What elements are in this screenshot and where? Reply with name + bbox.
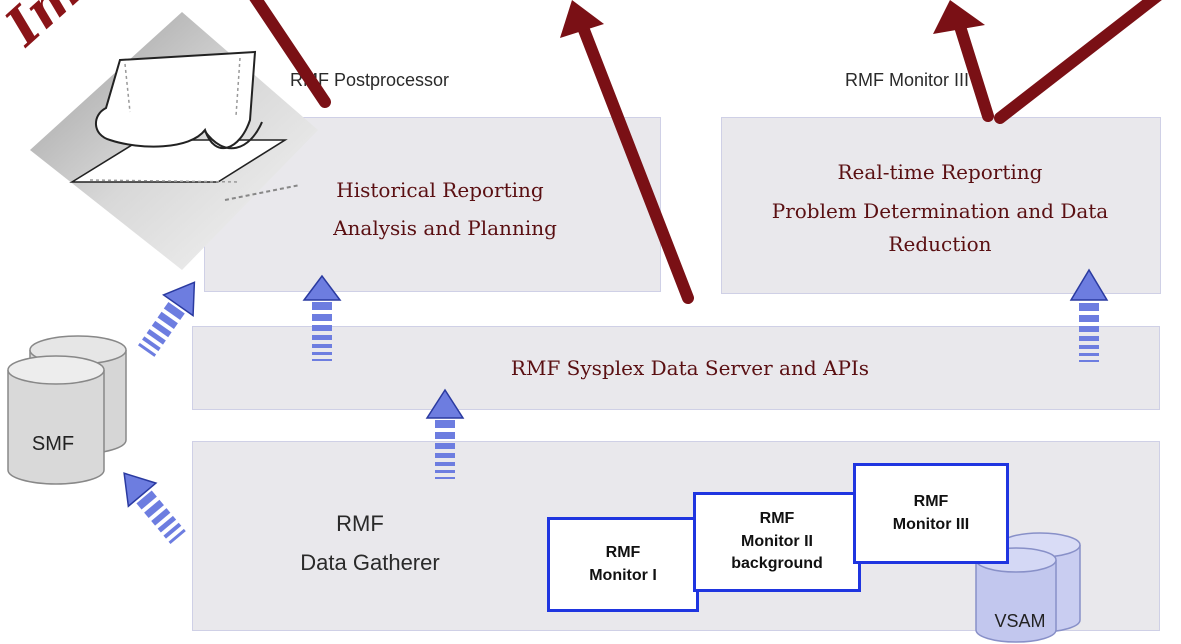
monitor-3-line-1: RMF	[913, 493, 949, 511]
red-arrow-monitor3-line	[952, 14, 994, 122]
postprocessor-title: RMF Postprocessor	[290, 70, 450, 90]
blue-arrow-to-monitor3-panel	[1069, 268, 1109, 362]
vsam-label: VSAM	[994, 611, 1046, 631]
red-arrowhead-monitor3	[933, 0, 985, 34]
blue-arrow-to-postprocessor	[302, 274, 342, 361]
postprocessor-line-1: Historical Reporting	[336, 178, 544, 202]
monitor3-panel-line-2: Problem Determination and Data	[771, 199, 1109, 223]
monitor-2-line-1: RMF	[759, 510, 795, 528]
monitor-2-box: RMF Monitor II background	[693, 492, 861, 592]
monitor3-panel-title: RMF Monitor III	[845, 70, 970, 90]
monitor-3-box: RMF Monitor III	[853, 463, 1009, 564]
blue-arrow-to-data-server	[425, 388, 465, 479]
monitor-3-line-2: Monitor III	[892, 515, 970, 533]
monitor3-panel	[721, 117, 1161, 294]
red-arrow-data-server-line	[578, 24, 694, 304]
monitor-2-line-3: background	[731, 555, 823, 573]
monitor3-panel-line-3: Reduction	[888, 232, 992, 256]
data-gatherer-line-1: RMF	[336, 511, 384, 536]
red-arrowhead-data-server	[560, 0, 604, 38]
blue-arrow-smf-to-report	[138, 281, 196, 357]
data-server-panel	[192, 326, 1160, 410]
red-arrow-postprocessor-line	[249, 0, 331, 108]
data-server-label: RMF Sysplex Data Server and APIs	[510, 356, 870, 380]
red-arrow-monitor3-right-line	[994, 0, 1162, 124]
postprocessor-line-2: Analysis and Planning	[333, 216, 557, 240]
monitor-2-line-2: Monitor II	[741, 532, 813, 550]
vsam-database-icon	[975, 532, 1081, 643]
monitor3-panel-line-1: Real-time Reporting	[837, 160, 1043, 184]
smf-label: SMF	[31, 433, 75, 455]
blue-arrow-gatherer-to-smf	[123, 472, 186, 545]
data-gatherer-line-2: Data Gatherer	[300, 550, 440, 575]
smf-database-icon	[7, 335, 127, 485]
monitor-1-line-1: RMF	[605, 544, 641, 562]
monitor-1-line-2: Monitor I	[589, 566, 657, 584]
